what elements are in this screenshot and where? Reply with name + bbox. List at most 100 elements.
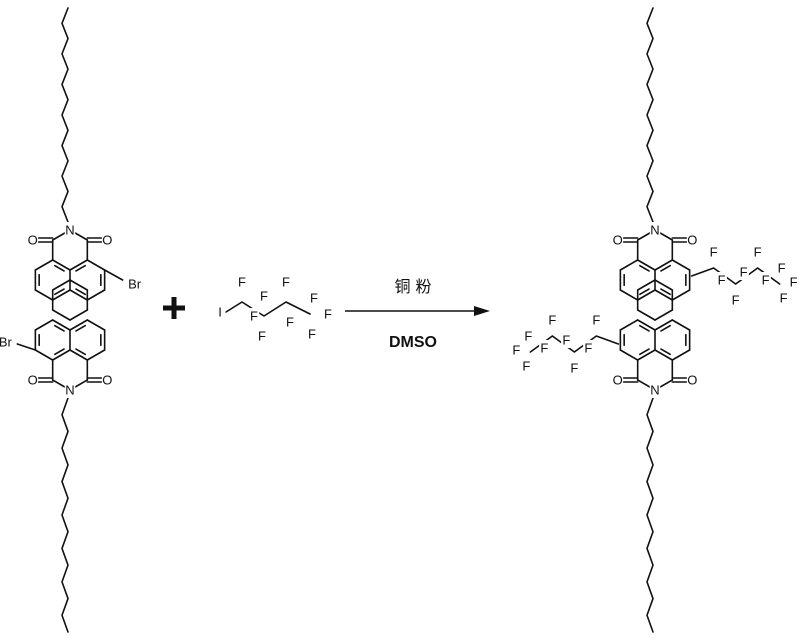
oxygen-label-bg [102, 372, 113, 388]
alkyl-chain [646, 7, 654, 223]
bond [54, 264, 65, 272]
bond [86, 349, 106, 361]
oxygen-label-bg [612, 232, 623, 248]
oxygen-label: O [102, 233, 112, 248]
reaction-arrow [345, 306, 490, 316]
bond [671, 289, 691, 301]
bond [671, 349, 691, 361]
bond [69, 319, 89, 331]
fluorine-label: F [562, 333, 570, 348]
alkyl-chain [61, 7, 69, 223]
fluorine-label-bg [591, 312, 602, 328]
fluorine-label: F [250, 309, 258, 324]
bond [75, 288, 86, 296]
fluorine-label-bg [248, 308, 260, 324]
fluorine-label: F [732, 293, 740, 308]
fluorine-label-bg [752, 244, 763, 260]
fluorine-label-bg [523, 328, 534, 344]
bond [660, 324, 671, 332]
bond [619, 349, 639, 361]
bond [636, 319, 656, 331]
fluorine-label: F [524, 329, 532, 344]
oxygen-label: O [28, 233, 38, 248]
bond [619, 289, 639, 301]
fluorine-label-bg [236, 274, 248, 290]
oxygen-label-bg [27, 372, 38, 388]
fluorine-label-bg [308, 290, 320, 306]
bond [636, 279, 656, 291]
fluorine-label: F [584, 341, 592, 356]
bond [619, 319, 639, 331]
bond [34, 349, 54, 361]
oxygen-label: O [687, 233, 697, 248]
fluorine-label-bg [778, 290, 789, 306]
bond [54, 348, 65, 356]
fluorine-label: F [310, 291, 318, 306]
fluorine-label: F [548, 313, 556, 328]
bond [34, 289, 54, 301]
fluorine-label: F [710, 245, 718, 260]
bond [51, 319, 71, 331]
alkyl-chain [646, 397, 654, 633]
bond [86, 289, 106, 301]
bond [69, 289, 89, 301]
bond [69, 309, 89, 321]
fluorine-label: F [308, 327, 316, 342]
bond-lines [16, 7, 781, 633]
nitrogen-label: N [650, 383, 659, 398]
fluorine-label: F [740, 265, 748, 280]
bond [654, 259, 674, 271]
bond [51, 349, 71, 361]
bond [75, 264, 86, 272]
bond [636, 309, 656, 321]
fluorine-label-bg [539, 340, 550, 356]
bond [636, 289, 656, 301]
bond [639, 288, 650, 296]
bond [16, 343, 37, 351]
fluorine-label-bg [561, 332, 572, 348]
bond [639, 348, 650, 356]
bond [660, 348, 671, 356]
bond [54, 288, 65, 296]
bond [69, 259, 89, 271]
bromine-label: Br [0, 335, 13, 350]
nitrogen-label-bg [64, 382, 76, 398]
fluorine-label-bg [738, 264, 749, 280]
bond [51, 259, 71, 271]
fluorine-label: F [522, 359, 530, 374]
fluorine-label: F [260, 289, 268, 304]
bond [51, 289, 71, 301]
bromine-label-bg [125, 276, 144, 292]
bond [69, 279, 89, 291]
oxygen-label: O [613, 233, 623, 248]
bond [69, 349, 89, 361]
fluorine-label-bg [256, 328, 268, 344]
fluorine-label-bg [708, 244, 719, 260]
bond [86, 319, 106, 331]
bond [654, 309, 674, 321]
nitrogen-label: N [650, 223, 659, 238]
oxygen-label: O [28, 373, 38, 388]
solvent-label: DMSO [389, 334, 437, 351]
bond [51, 309, 71, 321]
bond [654, 319, 674, 331]
bond [660, 264, 671, 272]
bond [619, 259, 639, 271]
oxygen-label-bg [687, 232, 698, 248]
oxygen-label: O [687, 373, 697, 388]
fluorine-label-bg [776, 260, 787, 276]
fluorine-label: F [718, 273, 726, 288]
fluorine-label: F [238, 275, 246, 290]
fluorine-label: F [762, 273, 770, 288]
reagent-label: 铜 粉 [394, 277, 431, 296]
oxygen-label-bg [102, 232, 113, 248]
fluorine-label: F [780, 291, 788, 306]
bond [654, 349, 674, 361]
fluorine-label-bg [521, 358, 532, 374]
bond [671, 259, 691, 271]
nitrogen-label-bg [649, 382, 661, 398]
oxygen-label: O [613, 373, 623, 388]
fluorine-label-bg [511, 342, 522, 358]
